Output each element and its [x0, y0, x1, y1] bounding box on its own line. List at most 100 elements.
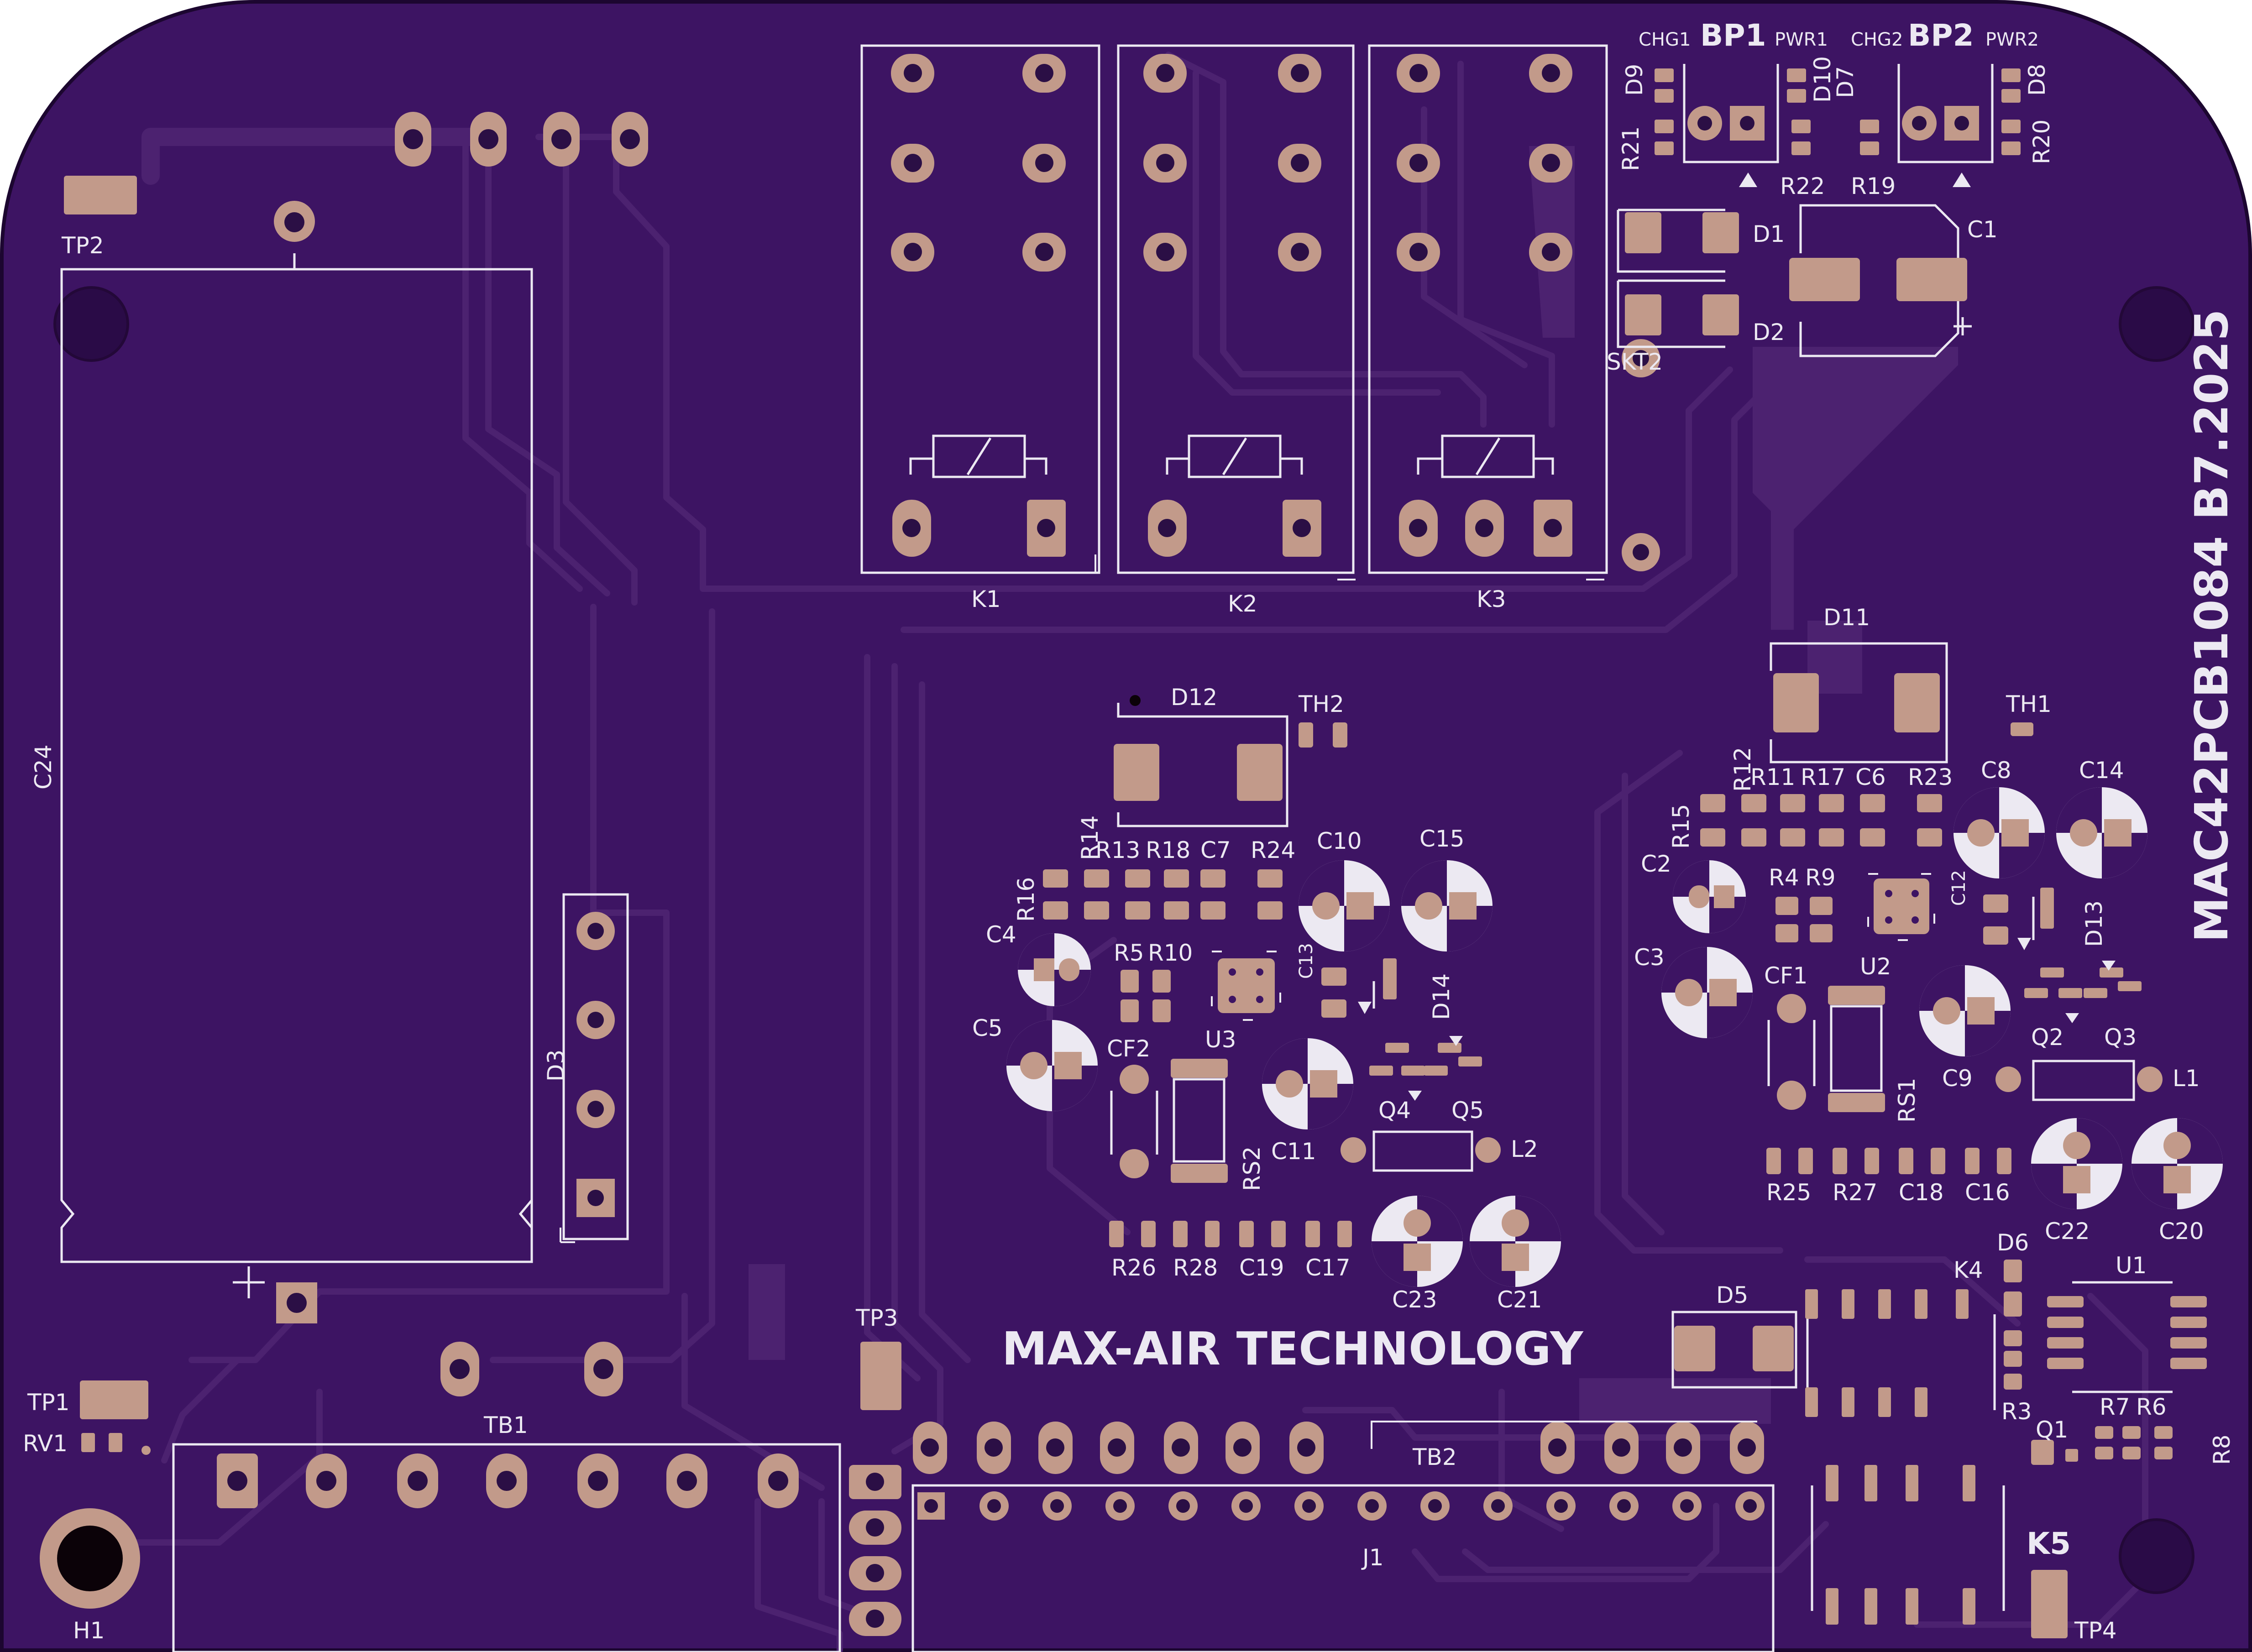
label-tb2: TB2: [1412, 1444, 1457, 1470]
label-tp3: TP3: [855, 1305, 898, 1331]
label-r8: R8: [2209, 1434, 2235, 1465]
label-u3: U3: [1205, 1026, 1236, 1053]
d2-diode: [1617, 279, 1739, 348]
label-r12: R12: [1729, 747, 1756, 792]
label-c20: C20: [2159, 1218, 2204, 1244]
label-d12: D12: [1171, 684, 1217, 711]
label-r7: R7: [2100, 1394, 2130, 1420]
label-d10: D10: [1809, 56, 1836, 103]
d14-diode: [1358, 958, 1397, 1014]
label-c7: C7: [1200, 837, 1231, 863]
label-c21: C21: [1497, 1286, 1542, 1313]
label-c18: C18: [1899, 1179, 1944, 1206]
mounting-hole-top-left: [53, 286, 129, 362]
label-c1: C1: [1967, 216, 1998, 243]
label-l1: L1: [2173, 1065, 2200, 1092]
d12-diode: [1114, 695, 1288, 827]
label-r13: R13: [1095, 837, 1140, 863]
label-tp1: TP1: [27, 1389, 70, 1416]
left-bottom-resistors: [1109, 1221, 1352, 1247]
tp1-pad: [80, 1380, 148, 1419]
connector-4pin-top-left: [395, 112, 648, 167]
d3-bridge: [560, 893, 629, 1243]
left-resistor-row: [1043, 869, 1346, 1022]
d1-diode: [1617, 209, 1739, 273]
label-tb1: TB1: [483, 1412, 528, 1438]
cf1-rs1-l1: [1767, 986, 2163, 1112]
label-c16: C16: [1965, 1179, 2010, 1206]
label-d9: D9: [1621, 64, 1648, 96]
label-q5: Q5: [1451, 1097, 1484, 1124]
label-tp2: TP2: [61, 232, 104, 259]
label-k2: K2: [1228, 591, 1257, 617]
label-chg2: CHG2: [1851, 29, 1903, 50]
q4-q5-transistors: [1369, 1036, 1482, 1101]
label-r20: R20: [2028, 120, 2055, 164]
label-r16: R16: [1013, 877, 1039, 922]
label-r27: R27: [1833, 1179, 1877, 1206]
label-tp4: TP4: [2074, 1617, 2117, 1644]
bp2-connector: [1897, 64, 1994, 187]
d11-diode: [1770, 642, 1948, 763]
label-r18: R18: [1146, 837, 1190, 863]
label-r15: R15: [1668, 804, 1694, 849]
label-u2: U2: [1860, 953, 1891, 980]
label-c14: C14: [2079, 757, 2124, 784]
label-r22: R22: [1780, 173, 1825, 199]
label-d13: D13: [2081, 900, 2107, 947]
mounting-hole-top-right: [2119, 286, 2194, 362]
label-c5: C5: [972, 1015, 1003, 1041]
label-r23: R23: [1908, 764, 1953, 790]
label-c6: C6: [1855, 764, 1886, 790]
c24-capacitor: [60, 201, 533, 1323]
label-u1: U1: [2116, 1252, 2147, 1279]
label-rs2: RS2: [1239, 1146, 1265, 1191]
label-c17: C17: [1305, 1255, 1351, 1281]
label-r10: R10: [1148, 940, 1193, 966]
u2-ic: [1867, 873, 1935, 941]
label-skt2: SKT2: [1607, 349, 1663, 375]
label-c3: C3: [1634, 944, 1665, 971]
label-r11: R11: [1750, 764, 1795, 790]
label-c22: C22: [2045, 1218, 2090, 1244]
label-c24: C24: [30, 744, 57, 789]
label-r9: R9: [1805, 864, 1836, 891]
mounting-hole-h1: [57, 1526, 123, 1591]
label-r28: R28: [1173, 1255, 1218, 1281]
label-q3: Q3: [2104, 1024, 2137, 1051]
right-resistor-row: [1700, 794, 2008, 945]
label-k5: K5: [2027, 1526, 2071, 1561]
label-l2: L2: [1511, 1136, 1538, 1162]
th1-part: [2011, 722, 2033, 736]
mounting-hole-bottom-right: [2119, 1518, 2194, 1594]
label-d1: D1: [1753, 221, 1785, 247]
j1-header: [911, 1484, 1775, 1652]
d5-diode: [1671, 1311, 1797, 1389]
label-th2: TH2: [1298, 691, 1344, 717]
label-c15: C15: [1419, 826, 1465, 852]
label-r24: R24: [1251, 837, 1295, 863]
board-revision-text: MAC42PCB1084 B7.2025: [2185, 309, 2238, 942]
top-right-small-parts: [1655, 68, 2021, 155]
label-pwr2: PWR2: [1985, 29, 2039, 50]
label-j1: J1: [1361, 1544, 1384, 1571]
label-q2: Q2: [2031, 1024, 2063, 1051]
label-r4: R4: [1769, 864, 1799, 891]
label-d7: D7: [1832, 66, 1859, 98]
c1-capacitor: [1789, 204, 1972, 357]
label-d3: D3: [543, 1050, 569, 1082]
tp4-pad: [2031, 1570, 2068, 1638]
header-4pin-vertical: [849, 1465, 901, 1636]
label-d2: D2: [1753, 319, 1785, 345]
label-r26: R26: [1111, 1255, 1156, 1281]
right-electrolytic-caps: [1661, 787, 2223, 1209]
tp2-pad: [64, 176, 137, 214]
relay-k1: [860, 44, 1100, 574]
label-c19: C19: [1239, 1255, 1284, 1281]
label-r3: R3: [2001, 1398, 2032, 1425]
label-bp2: BP2: [1908, 18, 1974, 53]
label-c4: C4: [986, 921, 1016, 948]
label-k3: K3: [1477, 586, 1506, 612]
bp1-connector: [1683, 64, 1779, 187]
